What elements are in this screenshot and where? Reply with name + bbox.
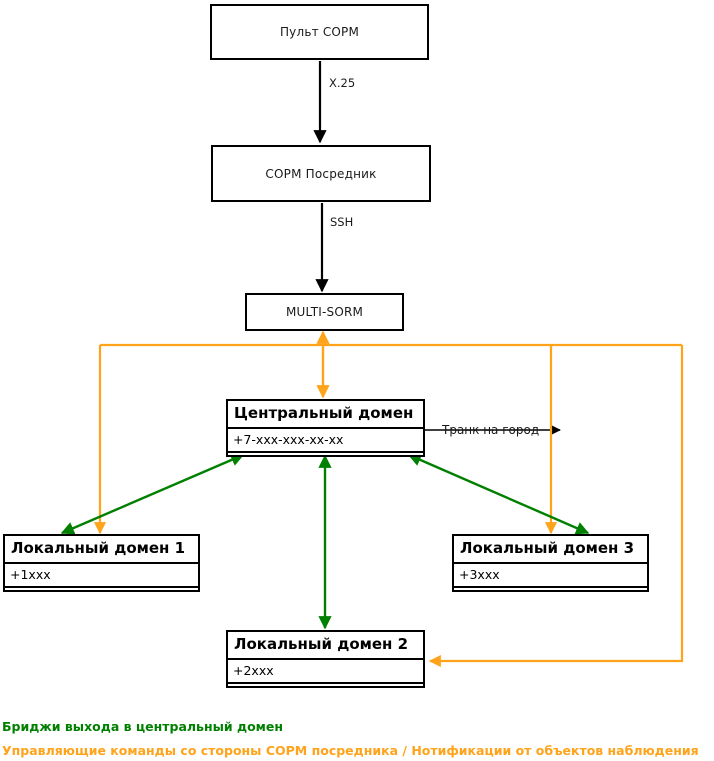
node-central-domain[interactable]: Центральный домен +7-ххх-ххх-хх-хх: [226, 399, 425, 457]
local-domain-2-operations: [228, 684, 423, 686]
node-multi-sorm[interactable]: MULTI-SORM: [245, 293, 404, 331]
local-domain-1-title: Локальный домен 1: [5, 536, 198, 564]
legend-control-label: Управляющие команды со стороны СОРМ поср…: [2, 743, 699, 758]
local-domain-3-number: +3ххх: [454, 564, 647, 588]
legend-orange-row: Управляющие команды со стороны СОРМ поср…: [2, 743, 699, 758]
bridge-central-local1: [60, 453, 245, 535]
node-local-domain-1[interactable]: Локальный домен 1 +1ххх: [3, 534, 200, 592]
legend-bridges-label: Бриджи выхода в центральный домен: [2, 719, 284, 734]
edge-label-trunk: Транк на город: [442, 423, 540, 437]
local-domain-3-operations: [454, 588, 647, 590]
orange-bus-to-local2: [428, 345, 684, 668]
local-domain-1-number: +1ххх: [5, 564, 198, 588]
central-domain-title: Центральный домен: [228, 401, 423, 429]
local-domain-3-title: Локальный домен 3: [454, 536, 647, 564]
bridge-central-local3: [407, 453, 590, 535]
legend: Бриджи выхода в центральный домен: [2, 719, 284, 734]
local-domain-2-number: +2ххх: [228, 660, 423, 684]
node-sorm-console[interactable]: Пульт СОРМ: [210, 4, 429, 60]
central-domain-number: +7-ххх-ххх-хх-хх: [228, 429, 423, 453]
node-sorm-mediator[interactable]: СОРМ Посредник: [211, 145, 431, 202]
edge-label-x25: X.25: [329, 76, 356, 90]
local-domain-1-operations: [5, 588, 198, 590]
central-domain-operations: [228, 453, 423, 455]
local-domain-2-title: Локальный домен 2: [228, 632, 423, 660]
node-local-domain-2[interactable]: Локальный домен 2 +2ххх: [226, 630, 425, 688]
edge-label-ssh: SSH: [330, 215, 354, 229]
node-sorm-mediator-label: СОРМ Посредник: [265, 166, 377, 181]
node-local-domain-3[interactable]: Локальный домен 3 +3ххх: [452, 534, 649, 592]
node-sorm-console-label: Пульт СОРМ: [279, 25, 360, 39]
node-multi-sorm-label: MULTI-SORM: [285, 305, 364, 319]
